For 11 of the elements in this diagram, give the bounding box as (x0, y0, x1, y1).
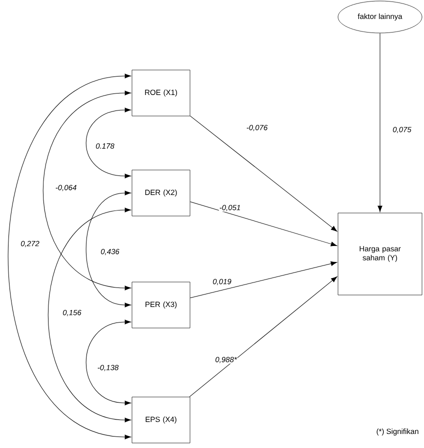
arrow (190, 261, 337, 298)
curved-arrow (42, 90, 131, 290)
curved-arrow (8, 74, 131, 440)
arrow (189, 276, 338, 398)
arrow (190, 201, 338, 246)
arrow (190, 116, 338, 232)
curved-arrow (86, 320, 131, 406)
curved-arrow (48, 208, 131, 422)
curved-arrow (86, 108, 131, 178)
curved-arrow (86, 190, 131, 308)
arrow (378, 32, 382, 212)
